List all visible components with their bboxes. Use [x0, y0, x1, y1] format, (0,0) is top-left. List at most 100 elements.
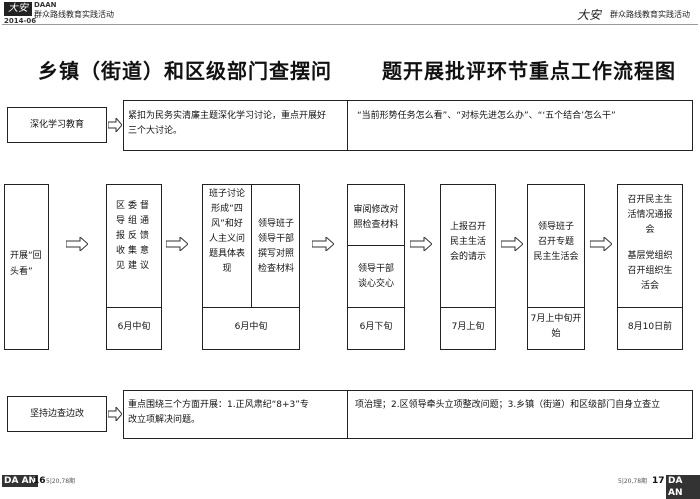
header-issue-date: 2014-06: [4, 17, 37, 25]
step4-divider: [441, 307, 495, 308]
step1-text: 区委督 导组通 报反馈 收集意 见建议: [107, 199, 161, 274]
step6-bottom-line: 活会: [640, 281, 659, 291]
step4-time: 7月上旬: [451, 322, 485, 332]
step2-right-line: 撰写对照: [257, 249, 294, 259]
step3-top-text: 审阅修改对 照检查材料: [348, 203, 404, 233]
arrow-right-icon: [166, 237, 188, 251]
start-box: 开展“回 头看”: [4, 184, 49, 350]
step6-divider: [618, 307, 682, 308]
row1-text-line2: 三个大讨论。: [128, 126, 183, 136]
footer-brand-right: DA AN: [666, 475, 700, 499]
row1-text-line1-right: “当前形势任务怎么看”、“对标先进怎么办”、“‘五个结合’怎么干”: [357, 111, 616, 121]
page-title-part1: 乡镇（街道）和区级部门查摆问: [38, 59, 332, 83]
footer-brand-left: DA AN: [2, 475, 39, 487]
footer-issue-right: 5|20,78期: [618, 478, 648, 485]
step3-mid-divider: [348, 245, 404, 246]
step2-box: 班子讨论 形成“四 风”和好 人主义问 题具体表 现 领导班子 领导干部 撰写对…: [202, 184, 300, 350]
step6-top-text: 召开民主生 活情况通报 会: [618, 193, 682, 238]
step4-text: 上报召开 民主生活 会的请示: [441, 220, 495, 265]
step2-divider: [203, 307, 299, 308]
step4-line: 会的请示: [449, 252, 486, 262]
header-campaign-left: 群众路线教育实践活动: [34, 10, 114, 19]
step2-left-line: 班子讨论: [208, 189, 245, 199]
step4-line: 上报召开: [449, 222, 486, 232]
row3-text-line1: 重点围绕三个方面开展：1.正风肃纪“8+3”专: [128, 400, 309, 410]
step5-time: 7月上中旬开 始: [528, 312, 584, 342]
step5-text: 领导班子 召开专题 民主生活会: [528, 220, 584, 265]
step2-left-line: 形成“四: [211, 204, 243, 214]
arrow-right-icon: [108, 118, 122, 132]
header-logo-right: 大安: [577, 8, 602, 22]
step6-top-line: 活情况通报: [627, 210, 673, 220]
step2-left-line: 风”和好: [211, 219, 243, 229]
step2-col-divider: [251, 185, 252, 307]
arrow-right-icon: [501, 237, 523, 251]
arrow-right-icon: [410, 237, 432, 251]
row1-text-line1: 紧扣为民务实清廉主题深化学习讨论，重点开展好: [128, 111, 327, 121]
row3-text-line1-right: 项治理；2.区领导牵头立项整改问题；3.乡镇（街道）和区级部门自身立查立: [355, 400, 661, 410]
row3-text-line2: 改立项解决问题。: [128, 415, 201, 425]
step1-line: 见建议: [115, 261, 152, 271]
step2-left-line: 题具体表: [208, 249, 245, 259]
row3-content-box-right: [347, 390, 693, 439]
step2-left-text: 班子讨论 形成“四 风”和好 人主义问 题具体表 现: [203, 187, 251, 277]
footer-page-left: 16: [33, 476, 46, 486]
step5-line: 召开专题: [537, 237, 574, 247]
step5-time-line: 7月上中旬开: [530, 314, 582, 324]
step3-divider: [348, 307, 404, 308]
step2-right-line: 领导干部: [257, 234, 294, 244]
step5-box: 领导班子 召开专题 民主生活会 7月上中旬开 始: [527, 184, 585, 350]
arrow-right-icon: [66, 237, 88, 251]
start-label-line1: 开展“回: [10, 251, 42, 261]
step2-right-line: 领导班子: [257, 219, 294, 229]
step2-time: 6月中旬: [234, 322, 268, 332]
row3-label: 坚持边查边改: [29, 409, 84, 419]
step3-bottom-text: 领导干部 谈心交心: [348, 262, 404, 292]
step2-right-text: 领导班子 领导干部 撰写对照 检查材料: [252, 217, 300, 277]
step6-bottom-line: 基层党组织: [627, 251, 673, 261]
step1-line: 报反馈: [115, 231, 152, 241]
step6-bottom-text: 基层党组织 召开组织生 活会: [618, 249, 682, 294]
start-label-line2: 头看”: [10, 267, 33, 277]
step5-time-line: 始: [551, 329, 561, 339]
step4-line: 民主生活: [449, 237, 486, 247]
step3-time: 6月下旬: [359, 322, 393, 332]
step3-box: 审阅修改对 照检查材料 领导干部 谈心交心 6月下旬: [347, 184, 405, 350]
row3-label-box: 坚持边查边改: [7, 396, 107, 432]
step1-line: 收集意: [115, 246, 152, 256]
row3-content-box: [123, 390, 348, 439]
step6-time: 8月10日前: [627, 322, 673, 332]
header-rule: [2, 24, 698, 25]
row1-content-box-right: [347, 100, 693, 151]
step2-right-line: 检查材料: [257, 264, 294, 274]
step1-time: 6月中旬: [117, 322, 151, 332]
footer-page-right: 17: [652, 476, 665, 486]
step5-line: 民主生活会: [533, 252, 579, 262]
arrow-right-icon: [108, 407, 122, 421]
step6-top-line: 会: [645, 225, 655, 235]
header-brand: DAAN: [34, 1, 57, 9]
step4-box: 上报召开 民主生活 会的请示 7月上旬: [440, 184, 496, 350]
step1-line: 导组通: [115, 216, 152, 226]
page-title-part2: 题开展批评环节重点工作流程图: [382, 59, 676, 83]
step1-divider: [107, 307, 161, 308]
step3-top-line: 审阅修改对: [353, 205, 399, 215]
step3-bottom-line: 领导干部: [357, 264, 394, 274]
step3-top-line: 照检查材料: [353, 220, 399, 230]
step3-bottom-line: 谈心交心: [357, 279, 394, 289]
step6-top-line: 召开民主生: [627, 195, 673, 205]
header-logo: 大安: [4, 2, 32, 16]
header-campaign-right: 群众路线教育实践活动: [610, 10, 690, 19]
arrow-right-icon: [590, 237, 612, 251]
step5-line: 领导班子: [537, 222, 574, 232]
footer-issue-left: 5|20,78期: [46, 478, 76, 485]
step5-divider: [528, 307, 584, 308]
row1-label: 深化学习教育: [29, 120, 84, 130]
row1-content-box: [123, 100, 348, 151]
row1-label-box: 深化学习教育: [7, 107, 107, 143]
step1-box: 区委督 导组通 报反馈 收集意 见建议 6月中旬: [106, 184, 162, 350]
arrow-right-icon: [312, 237, 334, 251]
step2-left-line: 人主义问: [208, 234, 245, 244]
step6-box: 召开民主生 活情况通报 会 基层党组织 召开组织生 活会 8月10日前: [617, 184, 683, 350]
step1-line: 区委督: [115, 201, 152, 211]
